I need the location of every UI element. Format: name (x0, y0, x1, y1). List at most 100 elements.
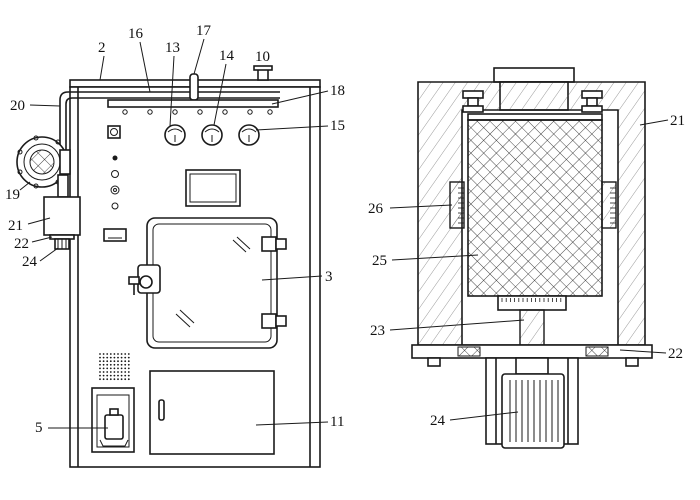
gauge-1 (164, 124, 186, 146)
motor-24-section (501, 373, 565, 449)
label-11: 11 (330, 414, 344, 430)
grille-dot (113, 363, 116, 366)
grille-dot (117, 374, 119, 377)
grille-dot (102, 371, 105, 373)
grille-dot (127, 374, 130, 377)
grille-dot (109, 371, 112, 373)
label-10: 10 (255, 49, 270, 65)
grille-dot (99, 356, 101, 359)
guide-left-ticks (458, 187, 464, 224)
base-plate-22 (411, 344, 653, 359)
grille-dot (117, 353, 119, 355)
grille-dot (124, 371, 127, 373)
grille-dot (127, 356, 130, 359)
grille-dot (120, 363, 123, 366)
grille-dot (113, 378, 116, 381)
grille-dot (109, 356, 112, 359)
grille-dot (120, 353, 123, 355)
nozzles (122, 109, 273, 115)
grille-dot (102, 356, 105, 359)
label-26: 26 (368, 201, 384, 217)
grille-dot (102, 363, 105, 366)
label-24: 24 (22, 254, 38, 270)
grille-dot (106, 356, 109, 359)
label-25: 25 (372, 253, 387, 269)
door-3 (128, 217, 287, 349)
guide-right-26 (601, 181, 617, 229)
foot-left (427, 357, 441, 367)
grille-dot (106, 371, 109, 373)
label-15: 15 (330, 118, 345, 134)
grille-dot (106, 378, 109, 381)
coupling (497, 295, 567, 311)
grille-dot (99, 353, 101, 355)
grille-dot (113, 367, 116, 370)
grille-dot (106, 367, 109, 370)
top-clamp-left (462, 90, 484, 113)
label-17: 17 (196, 23, 212, 39)
grille-dot (124, 360, 127, 363)
label-r24: 24 (430, 413, 446, 429)
vent-cap-10 (253, 65, 273, 71)
foot-right (625, 357, 639, 367)
indicator-light-2 (111, 170, 119, 178)
grille-dot (113, 374, 116, 377)
coupling-ticks (501, 298, 562, 302)
down-pipe (57, 174, 69, 198)
grille-dot (109, 367, 112, 370)
hinge-bottom (261, 313, 287, 329)
grille-dot (127, 360, 130, 363)
label-18: 18 (330, 83, 345, 99)
grille-dot (120, 378, 123, 381)
control-column (107, 125, 121, 210)
vertical-pipe-17 (189, 73, 199, 101)
indicator-light-3 (110, 185, 120, 195)
gauges (164, 124, 260, 146)
grille-dot (127, 371, 130, 373)
top-cap (493, 67, 575, 83)
gauge-2 (201, 124, 223, 146)
grille-dot (124, 374, 127, 377)
drum-25 (467, 119, 603, 297)
pad-right (585, 346, 609, 357)
box-21 (43, 196, 81, 236)
rotary-switch (107, 125, 121, 139)
grille-dot (117, 371, 119, 373)
grille-dot (117, 356, 119, 359)
speaker-grille (99, 353, 130, 381)
pipe-inner (65, 97, 280, 150)
card-slot (103, 228, 127, 242)
pump-outlet (59, 149, 71, 175)
side-pump-19 (16, 135, 71, 189)
indicator-light-4 (111, 202, 119, 210)
grille-dot (124, 353, 127, 355)
label-23: 23 (370, 323, 385, 339)
grille-dot (99, 374, 101, 377)
grille-dot (124, 367, 127, 370)
pipe-outer (59, 91, 280, 150)
grille-dot (99, 367, 101, 370)
label-r21: 21 (670, 113, 685, 129)
drum-top-plate (467, 113, 603, 121)
grille-dot (127, 353, 130, 355)
grille-dot (109, 374, 112, 377)
grille-dot (117, 360, 119, 363)
section-view (411, 67, 653, 449)
bottle-cap (109, 408, 119, 416)
grille-dot (102, 378, 105, 381)
grille-dot (120, 360, 123, 363)
grille-dot (99, 360, 101, 363)
display-screen (185, 169, 241, 207)
grille-dot (120, 371, 123, 373)
indicator-light-1 (112, 155, 118, 161)
guide-left-26 (449, 181, 465, 229)
gauge-3 (238, 124, 260, 146)
lower-door-11 (149, 370, 275, 455)
grille-dot (117, 363, 119, 366)
label-22: 22 (14, 236, 29, 252)
grille-dot (120, 356, 123, 359)
door-outer (146, 217, 278, 349)
grille-dot (127, 367, 130, 370)
grille-dot (99, 378, 101, 381)
